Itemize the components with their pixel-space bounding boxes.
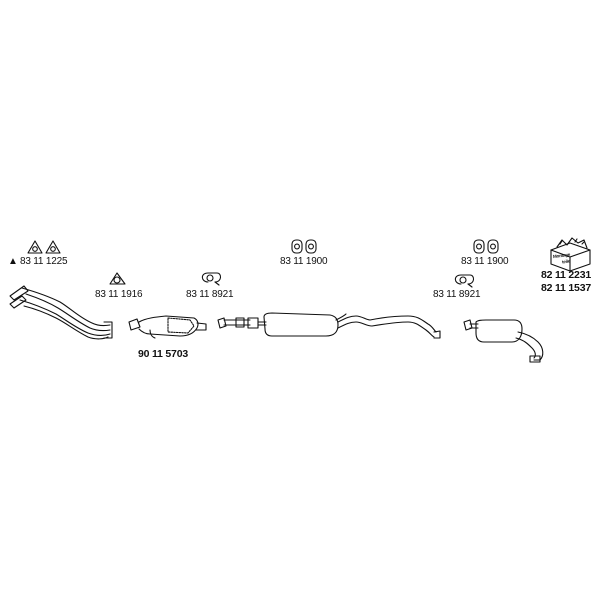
part-number-gasket-rear: 83 11 1900 <box>461 256 509 267</box>
ring-gasket-icon <box>109 272 126 285</box>
part-number-ring-gasket: 83 11 1916 <box>95 289 143 300</box>
part-number-clamp-rear: 83 11 8921 <box>433 289 481 300</box>
mounting-kit-icon <box>550 237 591 272</box>
gasket-set-front-icon <box>27 240 61 254</box>
clamp-front-icon <box>201 272 222 286</box>
catalytic-converter-icon <box>128 315 207 339</box>
warning-marker-icon: ▲ <box>8 256 18 267</box>
front-pipe-icon <box>9 285 113 340</box>
part-number-gasket-mid: 83 11 1900 <box>280 256 328 267</box>
part-number-mounting-kit-2: 82 11 1537 <box>541 282 591 294</box>
clamp-rear-icon <box>454 274 475 288</box>
part-number-catalyst: 90 11 5703 <box>138 348 188 360</box>
part-number-clamp-front: 83 11 8921 <box>186 289 234 300</box>
part-number-mounting-kit-1: 82 11 2231 <box>541 269 591 281</box>
gasket-mid-icon <box>291 239 317 254</box>
centre-silencer-icon <box>217 312 441 339</box>
gasket-rear-icon <box>473 239 499 254</box>
rear-silencer-icon <box>463 319 544 363</box>
part-number-gasket-set-front: 83 11 1225 <box>20 256 68 267</box>
